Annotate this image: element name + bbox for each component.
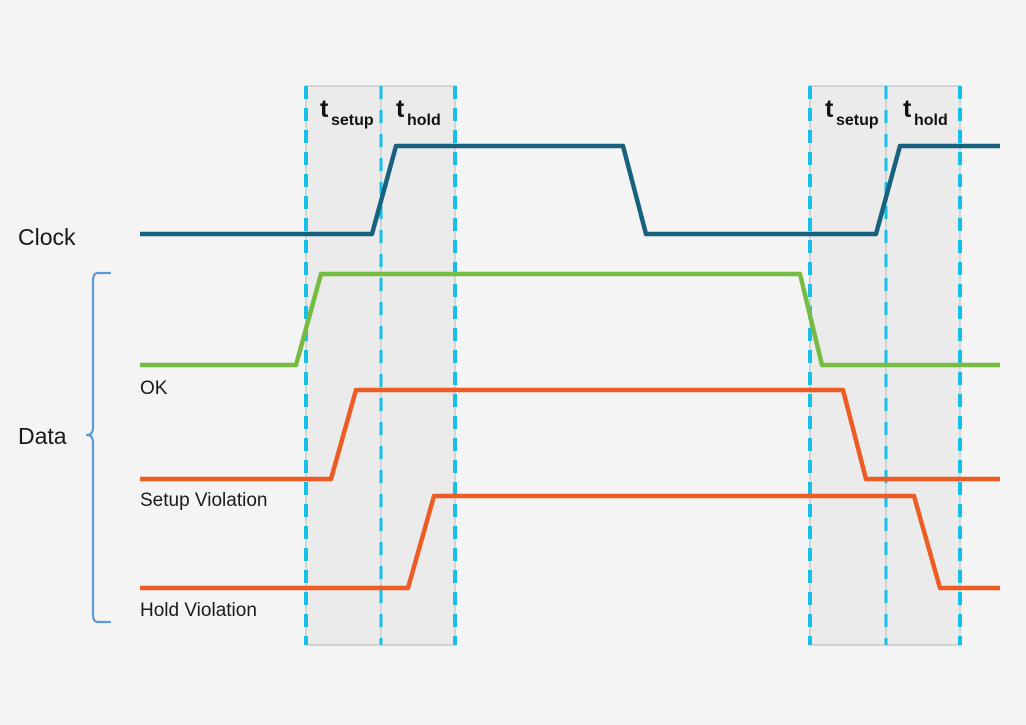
waveform-setup-violation [140, 387, 1000, 482]
window-2-tsetup-sublabel: setup [836, 112, 879, 129]
data-group-brace [85, 271, 112, 624]
window-1-thold-label: t [396, 95, 405, 123]
window-1-tsetup-sublabel: setup [331, 112, 374, 129]
group-label-data: Data [18, 423, 67, 449]
window-1-tsetup-label: t [320, 95, 329, 123]
window-1-thold-sublabel: hold [407, 112, 441, 129]
setup-hold-window-1: t setup t hold [304, 85, 457, 646]
waveform-ok [140, 271, 1000, 368]
waveform-hold-violation [140, 493, 1000, 591]
signal-label-clock: Clock [18, 224, 76, 250]
signal-label-ok: OK [140, 378, 168, 399]
window-2-thold-label: t [903, 95, 912, 123]
window-2-tsetup-label: t [825, 95, 834, 123]
signal-label-setup-violation: Setup Violation [140, 490, 267, 511]
window-2-thold-sublabel: hold [914, 112, 948, 129]
waveform-clock [140, 143, 1000, 237]
signal-label-hold-violation: Hold Violation [140, 600, 257, 621]
